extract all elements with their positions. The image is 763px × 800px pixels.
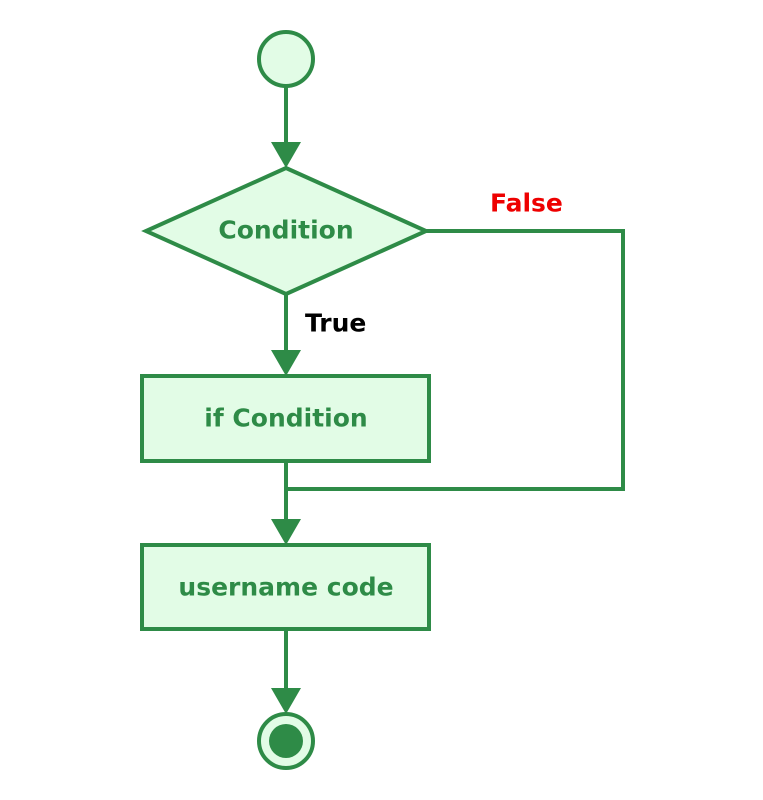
true-label: True [305,309,366,338]
if-block-label: if Condition [204,404,367,433]
next-block [140,543,431,631]
false-label: False [490,189,563,218]
next-block-label: username code [178,573,393,602]
edge-false [286,229,625,491]
start-node [257,30,315,88]
end-node-inner [269,724,303,758]
decision-label: Condition [218,216,353,245]
arrow-start-to-decision [271,142,301,168]
arrow-true [271,350,301,376]
arrow-next-to-end [271,688,301,714]
arrow-if-to-next [271,519,301,545]
